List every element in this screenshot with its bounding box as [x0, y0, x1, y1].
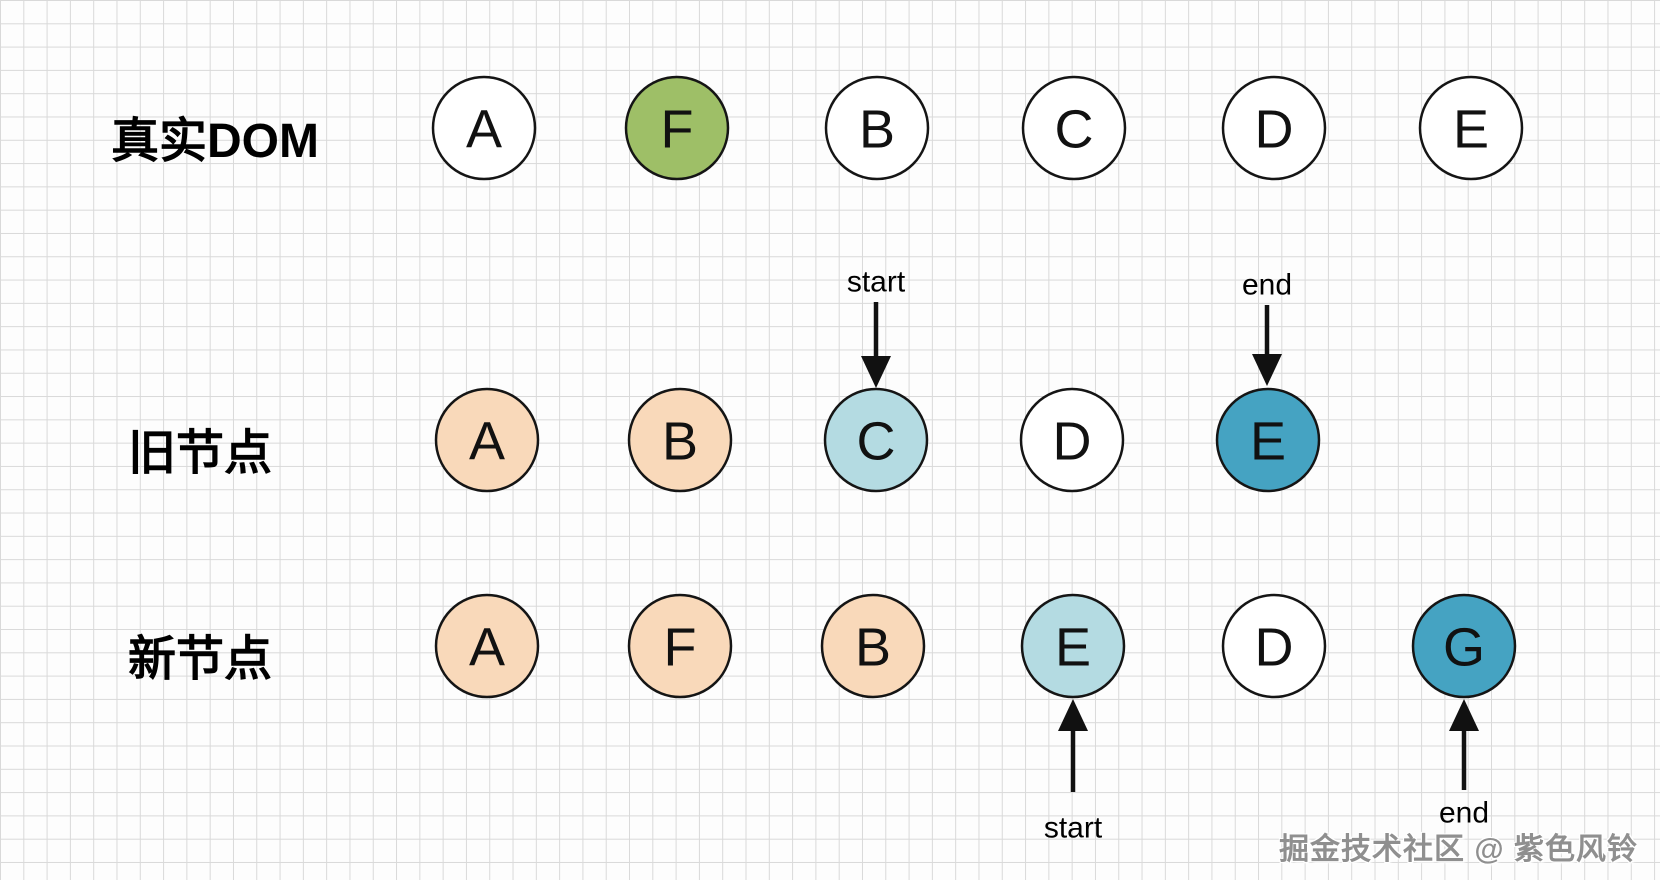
arrowhead-icon: [1449, 699, 1479, 731]
node-real-dom-D: D: [1221, 75, 1327, 181]
node-old-nodes-B: B: [627, 387, 733, 493]
node-old-nodes-D: D: [1019, 387, 1125, 493]
node-real-dom-B: B: [824, 75, 930, 181]
node-letter-B: B: [859, 99, 895, 159]
node-circle-B: [820, 593, 926, 699]
row-real-dom: 真实DOM A F B C D E: [111, 75, 1524, 181]
pointer-old-end: end: [1242, 269, 1292, 386]
arrowhead-icon: [861, 356, 891, 388]
node-circle-B: [627, 387, 733, 493]
node-real-dom-F: F: [624, 75, 730, 181]
node-new-nodes-E: E: [1020, 593, 1126, 699]
node-circle-F: [627, 593, 733, 699]
node-old-nodes-A: A: [434, 387, 540, 493]
row-label-real-dom: 真实DOM: [111, 115, 319, 168]
node-circle-F: [624, 75, 730, 181]
node-real-dom-E: E: [1418, 75, 1524, 181]
node-new-nodes-A: A: [434, 593, 540, 699]
node-letter-D: D: [1255, 99, 1294, 159]
node-letter-G: G: [1443, 617, 1485, 677]
node-circle-C: [823, 387, 929, 493]
node-letter-A: A: [469, 617, 505, 677]
node-new-nodes-D: D: [1221, 593, 1327, 699]
node-new-nodes-B: B: [820, 593, 926, 699]
node-letter-E: E: [1055, 617, 1091, 677]
node-circle-C: [1021, 75, 1127, 181]
node-real-dom-C: C: [1021, 75, 1127, 181]
node-letter-E: E: [1250, 411, 1286, 471]
node-old-nodes-E: E: [1215, 387, 1321, 493]
node-circle-D: [1221, 75, 1327, 181]
node-circle-E: [1418, 75, 1524, 181]
node-new-nodes-F: F: [627, 593, 733, 699]
pointer-label-new-end: end: [1439, 797, 1489, 830]
node-real-dom-A: A: [431, 75, 537, 181]
pointer-new-start: start: [1044, 699, 1103, 845]
pointer-label-old-start: start: [847, 266, 906, 299]
arrowhead-icon: [1252, 354, 1282, 386]
row-label-new-nodes: 新节点: [128, 633, 272, 686]
node-circle-B: [824, 75, 930, 181]
node-circle-A: [431, 75, 537, 181]
pointer-label-old-end: end: [1242, 269, 1292, 302]
node-letter-F: F: [661, 99, 694, 159]
watermark: 掘金技术社区 @ 紫色风铃: [1279, 833, 1638, 866]
pointer-old-start: start: [847, 266, 906, 388]
node-circle-D: [1019, 387, 1125, 493]
node-circle-D: [1221, 593, 1327, 699]
node-letter-B: B: [855, 617, 891, 677]
node-letter-D: D: [1053, 411, 1092, 471]
node-letter-E: E: [1453, 99, 1489, 159]
row-old-nodes: 旧节点 A B C D E: [128, 387, 1321, 493]
arrowhead-icon: [1058, 699, 1088, 731]
node-letter-B: B: [662, 411, 698, 471]
row-label-old-nodes: 旧节点: [128, 427, 272, 480]
node-letter-A: A: [469, 411, 505, 471]
pointer-label-new-start: start: [1044, 812, 1103, 845]
node-letter-F: F: [664, 617, 697, 677]
node-circle-E: [1020, 593, 1126, 699]
node-letter-C: C: [857, 411, 896, 471]
node-circle-E: [1215, 387, 1321, 493]
node-circle-A: [434, 387, 540, 493]
pointer-new-end: end: [1439, 699, 1489, 830]
node-letter-D: D: [1255, 617, 1294, 677]
node-new-nodes-G: G: [1411, 593, 1517, 699]
node-circle-G: [1411, 593, 1517, 699]
node-letter-A: A: [466, 99, 502, 159]
row-new-nodes: 新节点 A F B E D G: [128, 593, 1517, 699]
node-letter-C: C: [1055, 99, 1094, 159]
node-circle-A: [434, 593, 540, 699]
node-old-nodes-C: C: [823, 387, 929, 493]
